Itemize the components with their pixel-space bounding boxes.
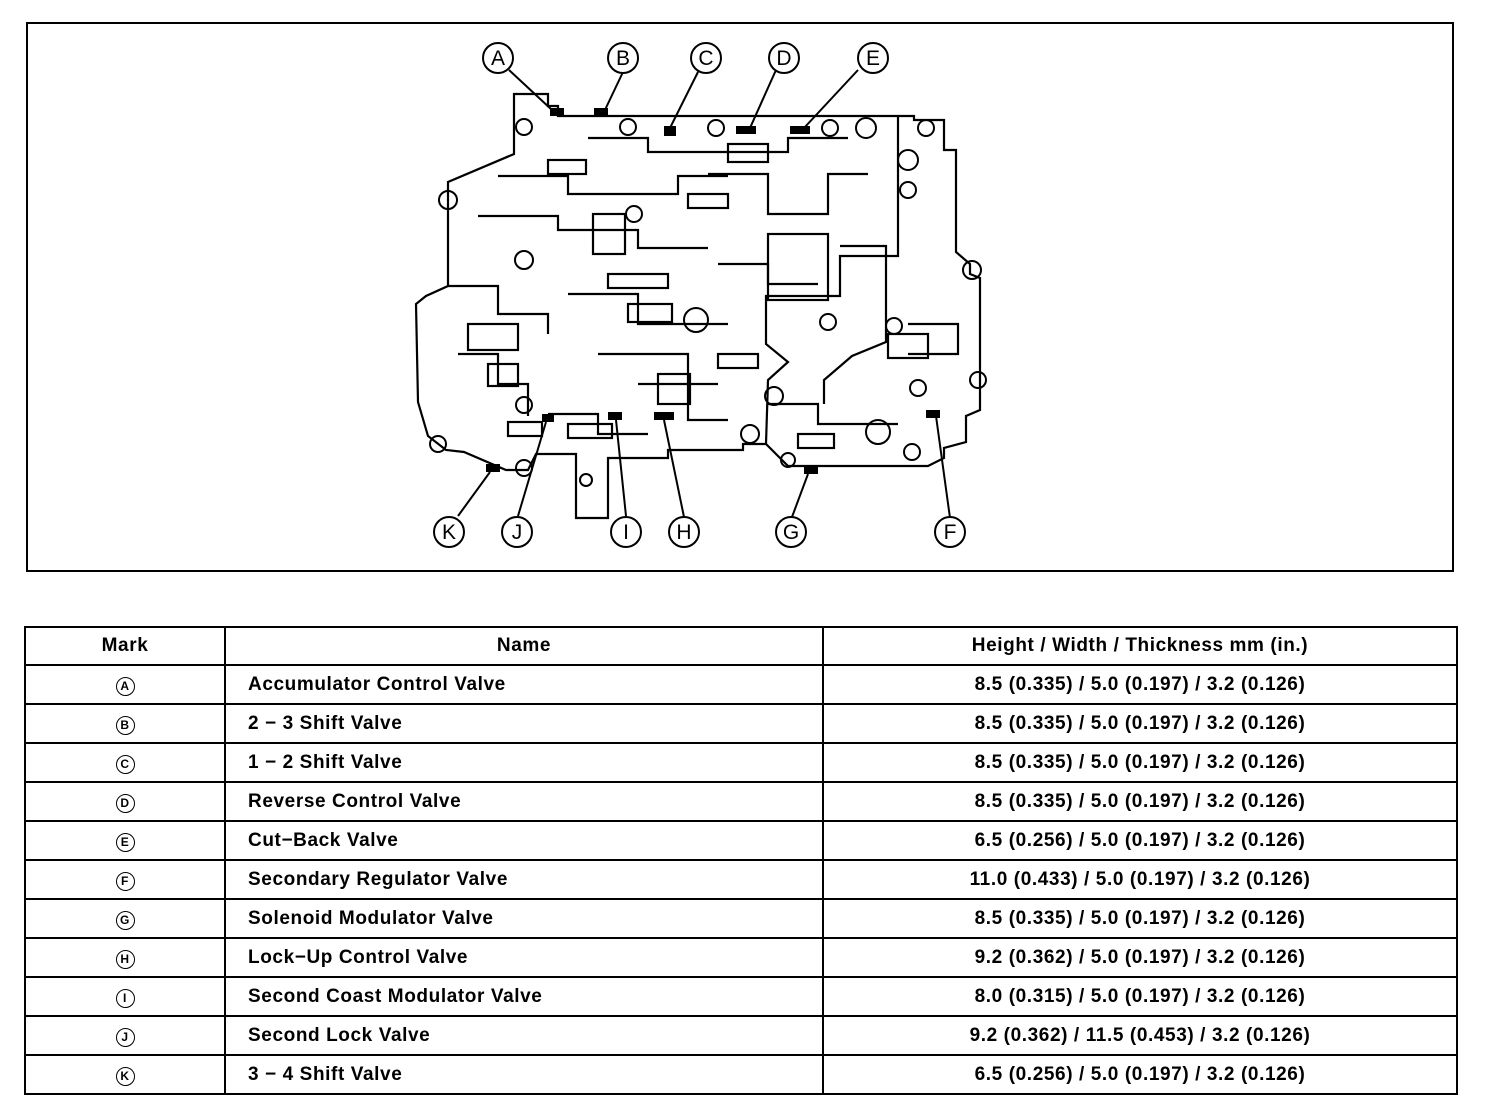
mark-badge: A	[115, 676, 135, 696]
name-cell: Lock−Up Control Valve	[224, 937, 824, 978]
callout-c-label: C	[698, 47, 713, 70]
callout-c: C	[690, 42, 722, 74]
dimensions-cell: 6.5 (0.256) / 5.0 (0.197) / 3.2 (0.126)	[822, 1054, 1458, 1095]
mark-cell: A	[24, 664, 226, 705]
name-cell: Solenoid Modulator Valve	[224, 898, 824, 939]
mark-badge: C	[115, 754, 135, 774]
callout-b-label: B	[616, 47, 630, 70]
table-row: C 1 − 2 Shift Valve 8.5 (0.335) / 5.0 (0…	[24, 742, 1458, 783]
dimensions-cell: 8.5 (0.335) / 5.0 (0.197) / 3.2 (0.126)	[822, 703, 1458, 744]
callout-f-label: F	[944, 521, 957, 544]
mark-badge: K	[115, 1066, 135, 1086]
callout-e-label: E	[866, 47, 880, 70]
table-row: J Second Lock Valve 9.2 (0.362) / 11.5 (…	[24, 1015, 1458, 1056]
name-cell: Accumulator Control Valve	[224, 664, 824, 705]
mark-cell: K	[24, 1054, 226, 1095]
name-cell: Reverse Control Valve	[224, 781, 824, 822]
callout-d-label: D	[776, 47, 791, 70]
table-row: E Cut−Back Valve 6.5 (0.256) / 5.0 (0.19…	[24, 820, 1458, 861]
callout-h: H	[668, 516, 700, 548]
callout-k-label: K	[442, 521, 456, 544]
dimensions-cell: 8.5 (0.335) / 5.0 (0.197) / 3.2 (0.126)	[822, 664, 1458, 705]
name-cell: Secondary Regulator Valve	[224, 859, 824, 900]
mark-badge: G	[115, 910, 135, 930]
dimensions-cell: 11.0 (0.433) / 5.0 (0.197) / 3.2 (0.126)	[822, 859, 1458, 900]
mark-badge: J	[115, 1027, 135, 1047]
mark-cell: B	[24, 703, 226, 744]
mark-badge: I	[115, 988, 135, 1008]
callout-a-label: A	[491, 47, 505, 70]
valve-body-plate	[414, 92, 982, 520]
mark-badge: F	[115, 871, 135, 891]
table-row: D Reverse Control Valve 8.5 (0.335) / 5.…	[24, 781, 1458, 822]
bolt-holes	[429, 117, 987, 487]
valve-body-diagram: A B C D E F G	[414, 42, 987, 548]
name-cell: Second Coast Modulator Valve	[224, 976, 824, 1017]
callout-b: B	[607, 42, 639, 74]
mark-badge: D	[115, 793, 135, 813]
callout-h-label: H	[676, 521, 691, 544]
name-cell: Second Lock Valve	[224, 1015, 824, 1056]
mark-badge: H	[115, 949, 135, 969]
name-column-header: Name	[224, 626, 824, 666]
check-ball-marks	[486, 108, 940, 474]
leader-lines	[457, 69, 951, 519]
valve-spec-table: Mark Name Height / Width / Thickness mm …	[24, 626, 1458, 1095]
dimensions-column-header: Height / Width / Thickness mm (in.)	[822, 626, 1458, 666]
callout-k: K	[433, 516, 465, 548]
mark-cell: F	[24, 859, 226, 900]
mark-cell: H	[24, 937, 226, 978]
name-cell: 3 − 4 Shift Valve	[224, 1054, 824, 1095]
mark-cell: D	[24, 781, 226, 822]
dimensions-cell: 9.2 (0.362) / 5.0 (0.197) / 3.2 (0.126)	[822, 937, 1458, 978]
dimensions-cell: 8.5 (0.335) / 5.0 (0.197) / 3.2 (0.126)	[822, 742, 1458, 783]
name-cell: Cut−Back Valve	[224, 820, 824, 861]
table-row: A Accumulator Control Valve 8.5 (0.335) …	[24, 664, 1458, 705]
table-row: K 3 − 4 Shift Valve 6.5 (0.256) / 5.0 (0…	[24, 1054, 1458, 1095]
mark-badge: B	[115, 715, 135, 735]
callout-a: A	[482, 42, 514, 74]
callout-markers: A B C D E F G	[433, 42, 966, 548]
mark-badge: E	[115, 832, 135, 852]
callout-g: G	[775, 516, 807, 548]
dimensions-cell: 8.0 (0.315) / 5.0 (0.197) / 3.2 (0.126)	[822, 976, 1458, 1017]
name-cell: 1 − 2 Shift Valve	[224, 742, 824, 783]
mark-cell: E	[24, 820, 226, 861]
mark-column-header: Mark	[24, 626, 226, 666]
callout-g-label: G	[783, 521, 799, 544]
mark-cell: G	[24, 898, 226, 939]
callout-d: D	[768, 42, 800, 74]
callout-i: I	[610, 516, 642, 548]
table-header-row: Mark Name Height / Width / Thickness mm …	[24, 626, 1458, 666]
callout-j-label: J	[512, 521, 523, 544]
dimensions-cell: 9.2 (0.362) / 11.5 (0.453) / 3.2 (0.126)	[822, 1015, 1458, 1056]
mark-cell: I	[24, 976, 226, 1017]
dimensions-cell: 8.5 (0.335) / 5.0 (0.197) / 3.2 (0.126)	[822, 898, 1458, 939]
table-row: G Solenoid Modulator Valve 8.5 (0.335) /…	[24, 898, 1458, 939]
callout-f: F	[934, 516, 966, 548]
callout-j: J	[501, 516, 533, 548]
table-row: I Second Coast Modulator Valve 8.0 (0.31…	[24, 976, 1458, 1017]
dimensions-cell: 8.5 (0.335) / 5.0 (0.197) / 3.2 (0.126)	[822, 781, 1458, 822]
callout-i-label: I	[623, 521, 629, 544]
mark-cell: J	[24, 1015, 226, 1056]
callout-e: E	[857, 42, 889, 74]
dimensions-cell: 6.5 (0.256) / 5.0 (0.197) / 3.2 (0.126)	[822, 820, 1458, 861]
table-row: H Lock−Up Control Valve 9.2 (0.362) / 5.…	[24, 937, 1458, 978]
valve-body-diagram-frame: A B C D E F G	[26, 22, 1454, 572]
table-row: B 2 − 3 Shift Valve 8.5 (0.335) / 5.0 (0…	[24, 703, 1458, 744]
mark-cell: C	[24, 742, 226, 783]
name-cell: 2 − 3 Shift Valve	[224, 703, 824, 744]
table-row: F Secondary Regulator Valve 11.0 (0.433)…	[24, 859, 1458, 900]
